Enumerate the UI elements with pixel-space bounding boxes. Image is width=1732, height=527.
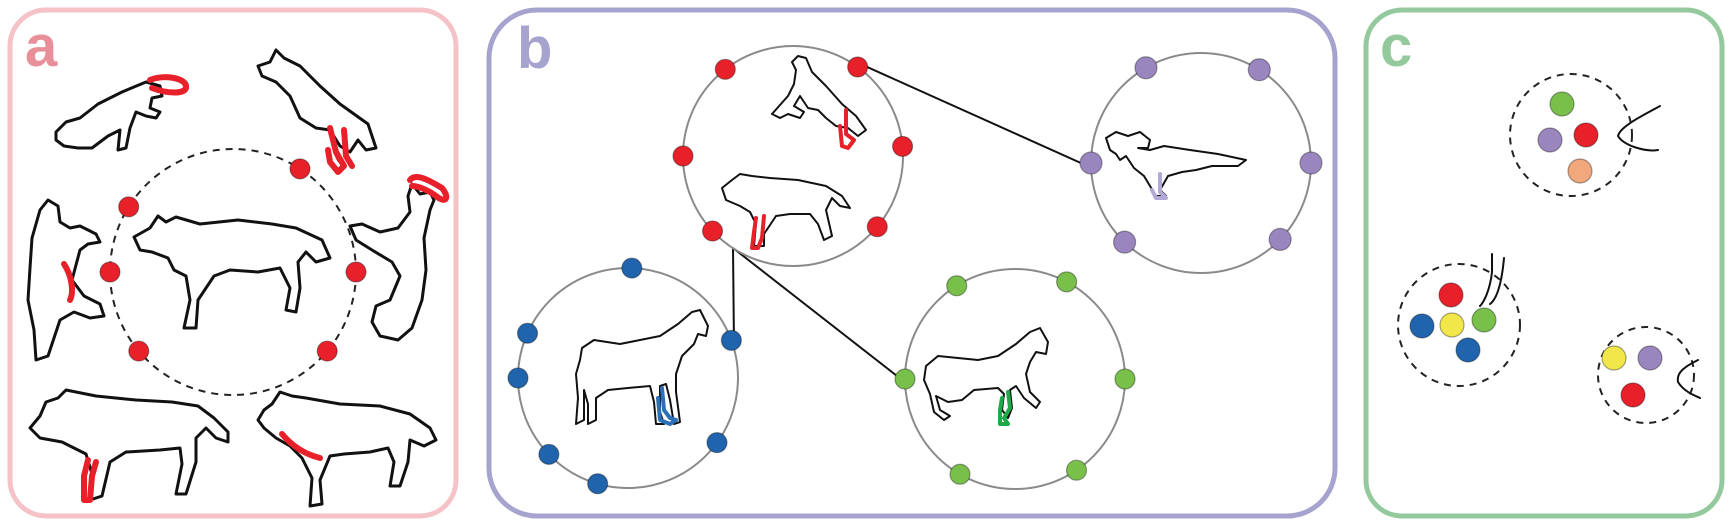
ring-node-red bbox=[866, 216, 888, 238]
cluster-node-blue bbox=[1455, 337, 1481, 363]
ring-node-red bbox=[118, 196, 140, 218]
cluster-node-orange bbox=[1567, 158, 1593, 184]
cluster-node-yellow bbox=[1601, 345, 1627, 371]
edge-wolf-dino bbox=[855, 61, 1093, 169]
ring-node-red bbox=[345, 261, 367, 283]
ring-node-red bbox=[701, 220, 724, 242]
ring-node-purple bbox=[1134, 56, 1158, 80]
ring-node-blue bbox=[538, 443, 560, 466]
ring-node-blue bbox=[507, 367, 529, 389]
ring-node-green bbox=[946, 275, 968, 297]
ring-node-blue bbox=[516, 322, 539, 344]
ring-node-blue bbox=[587, 473, 609, 495]
cluster-ring-bottom bbox=[1597, 326, 1695, 424]
panel-c-label: c bbox=[1380, 14, 1412, 79]
ring-node-red bbox=[672, 145, 694, 167]
horse-silhouette-trotting bbox=[923, 327, 1049, 426]
cluster-ring-middle bbox=[1397, 263, 1521, 387]
cluster-node-green bbox=[1549, 91, 1575, 117]
wolf-silhouette-walking-left bbox=[28, 388, 230, 503]
ring-node-blue bbox=[706, 432, 728, 454]
cluster-node-purple bbox=[1537, 127, 1563, 153]
ring-node-blue bbox=[720, 329, 742, 351]
wolf-silhouette-leaping bbox=[54, 74, 189, 152]
ring-node-green bbox=[1056, 271, 1078, 293]
wolf-silhouette bbox=[771, 55, 867, 150]
cluster-node-blue bbox=[1409, 313, 1435, 339]
ring-node-purple bbox=[1079, 151, 1103, 175]
wolf-silhouette-center bbox=[132, 214, 332, 330]
ring-node-red bbox=[128, 340, 150, 362]
cluster-node-red bbox=[1438, 282, 1464, 308]
ring-node-purple bbox=[1112, 230, 1137, 254]
wolf-silhouette-sitting bbox=[26, 198, 106, 362]
horse-silhouette-standing bbox=[575, 309, 709, 426]
wolf-silhouette-jumping bbox=[256, 48, 378, 175]
wolf-silhouette bbox=[721, 173, 851, 250]
ring-node-red bbox=[289, 158, 311, 180]
panel-a-border bbox=[7, 7, 459, 519]
ring-node-green bbox=[894, 368, 916, 390]
ring-node-green bbox=[1114, 368, 1136, 390]
edge-wolf-horse1 bbox=[732, 247, 735, 347]
ring-node-red bbox=[99, 261, 121, 283]
panel-c-border bbox=[1363, 7, 1725, 519]
cluster-node-green bbox=[1471, 307, 1497, 333]
ring-node-purple bbox=[1299, 151, 1323, 175]
panel-b-label: b bbox=[517, 16, 552, 81]
cluster-node-yellow bbox=[1439, 312, 1465, 338]
panel-b-border bbox=[486, 7, 1338, 519]
ring-node-red bbox=[891, 135, 914, 158]
panel-a: a bbox=[7, 7, 459, 519]
edge-wolf-horse2 bbox=[732, 247, 907, 384]
wolf-silhouette-walking-right bbox=[256, 390, 438, 508]
ring-horse-trotting bbox=[904, 268, 1126, 490]
panel-b: b bbox=[486, 7, 1338, 519]
partial-silhouette-leg bbox=[1676, 359, 1701, 399]
ring-b-nodes bbox=[507, 56, 1323, 495]
partial-silhouette-leg bbox=[1479, 253, 1505, 307]
panel-a-label: a bbox=[25, 14, 58, 79]
dinosaur-silhouette bbox=[1105, 131, 1247, 200]
partial-silhouette-leg bbox=[1617, 105, 1661, 152]
cluster-node-purple bbox=[1637, 345, 1663, 371]
ring-node-green bbox=[1065, 459, 1088, 481]
wolf-silhouette-standing-up bbox=[348, 174, 450, 342]
ring-node-red bbox=[316, 340, 338, 362]
ring-node-red bbox=[714, 58, 736, 80]
ring-node-purple bbox=[1247, 58, 1271, 82]
ring-a-nodes bbox=[99, 158, 367, 362]
ring-node-purple bbox=[1268, 227, 1292, 252]
cluster-node-red bbox=[1573, 122, 1599, 148]
cluster-node-red bbox=[1620, 382, 1646, 408]
dashed-ring bbox=[109, 148, 357, 396]
ring-node-green bbox=[949, 463, 971, 485]
cluster-ring-top bbox=[1509, 73, 1633, 197]
ring-node-red bbox=[847, 56, 869, 78]
panel-c: c bbox=[1363, 7, 1725, 519]
ring-node-blue bbox=[621, 257, 643, 279]
cluster-nodes bbox=[1409, 91, 1663, 408]
